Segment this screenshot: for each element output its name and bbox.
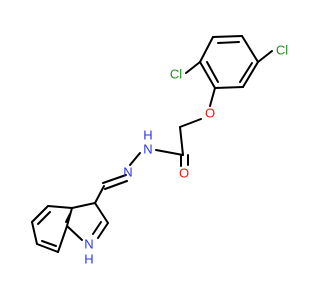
oxygen-atom-ether: O (205, 105, 215, 120)
bond-ring-cl-left (185, 61, 201, 74)
bond-oxygen-ch2 (179, 118, 202, 128)
indole-pyrrole-ring (66, 202, 109, 241)
hydrogen-atom-amide: H (143, 127, 152, 142)
bond-ring-cl-top (257, 50, 273, 63)
nitrogen-atom-amide: N (143, 141, 152, 156)
bond-n-ch-double-b (104, 180, 128, 190)
oxygen-atom-carbonyl: O (179, 165, 189, 180)
bond-ch2-carbonyl (179, 126, 184, 156)
bond-ring-oxygen (209, 87, 216, 107)
hydrogen-atom-indole: H (84, 251, 93, 266)
bond-ch-indole (94, 185, 105, 204)
bond-carbonyl-nh (155, 149, 184, 156)
molecule-structure: Cl Cl O O N H N N H (31, 35, 288, 266)
indole-benzene-ring (31, 205, 73, 253)
bond-n-ch-double-a (102, 174, 127, 184)
nitrogen-atom-indole: N (84, 236, 93, 251)
chlorine-atom-left: Cl (170, 66, 182, 81)
bond-nh-n (129, 152, 141, 166)
nitrogen-atom-imine: N (123, 164, 132, 179)
dichlorophenyl-ring (199, 35, 259, 89)
chlorine-atom-top: Cl (276, 42, 288, 57)
